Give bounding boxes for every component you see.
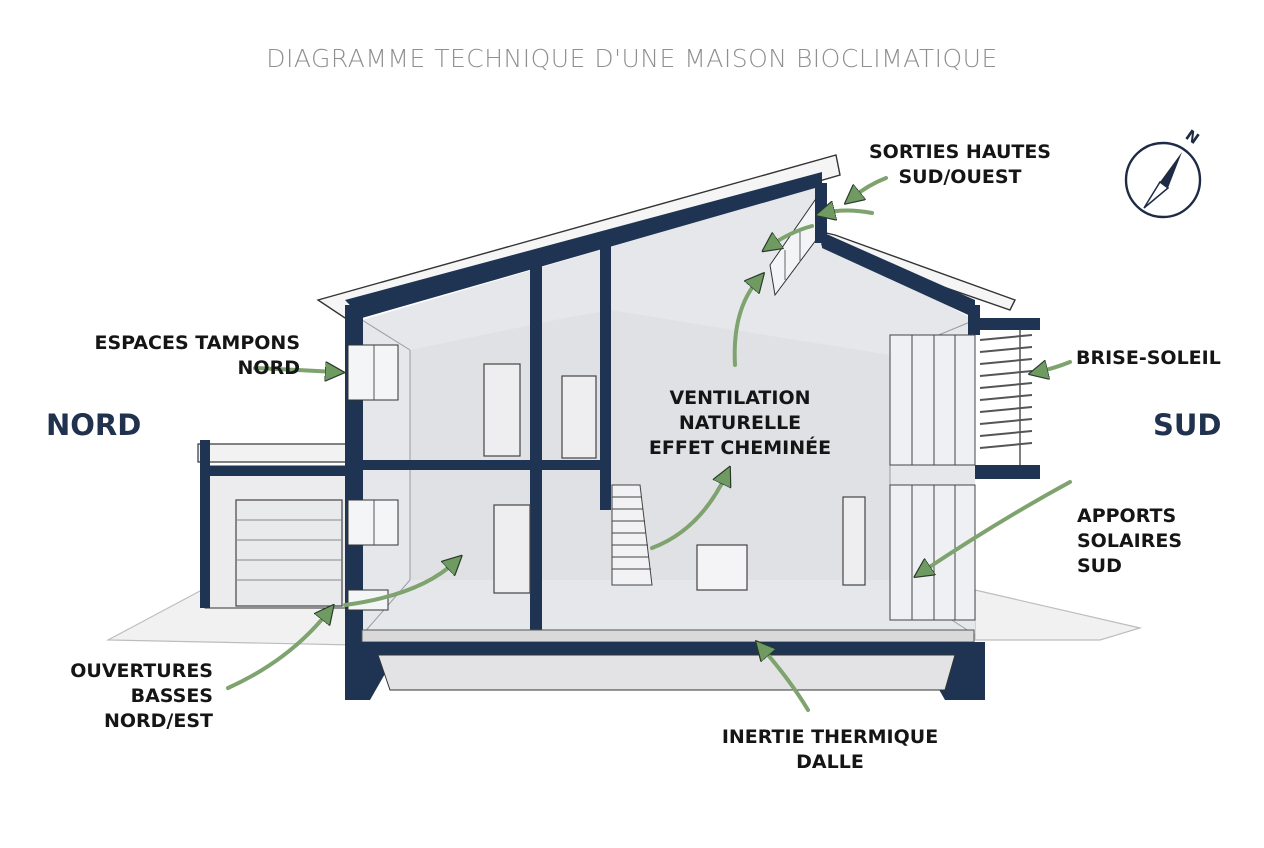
staircase bbox=[611, 484, 653, 586]
label-inertie: INERTIE THERMIQUE DALLE bbox=[721, 726, 939, 773]
brise-soleil-louvres bbox=[975, 318, 1040, 479]
roof-beam-main bbox=[345, 172, 822, 318]
diagram-title: DIAGRAMME TECHNIQUE D'UNE MAISON BIOCLIM… bbox=[266, 44, 998, 73]
arrow-sorties-hautes bbox=[852, 176, 888, 198]
arrow-inertie bbox=[762, 648, 810, 712]
annotation-arrows bbox=[226, 176, 1072, 712]
label-ventilation: VENTILATION NATURELLE EFFET CHEMINÉE bbox=[648, 387, 832, 459]
arrow-ouvertures-basses bbox=[226, 612, 328, 690]
arrow-apports-solaires bbox=[922, 480, 1072, 572]
ground-plane-right bbox=[974, 589, 1143, 641]
arrow-flow-upper-1 bbox=[825, 211, 874, 214]
label-sorties-hautes: SORTIES HAUTES SUD/OUEST bbox=[869, 141, 1051, 188]
label-ouvertures-basses: OUVERTURES BASSES NORD/EST bbox=[70, 660, 213, 732]
north-label: NORD bbox=[46, 408, 142, 442]
arrow-brise-soleil bbox=[1038, 362, 1072, 372]
interior-column-2 bbox=[600, 240, 611, 510]
mass-block bbox=[696, 544, 748, 591]
door-lower-left bbox=[493, 504, 531, 594]
arrow-ouvertures-flow bbox=[343, 562, 455, 607]
door-upper-left bbox=[483, 363, 521, 457]
south-label: SUD bbox=[1153, 408, 1222, 442]
door-lower-right bbox=[842, 496, 866, 586]
roof-beam-south bbox=[822, 232, 975, 318]
arrow-ventilation-mid bbox=[650, 475, 726, 550]
label-apports-solaires: APPORTS SOLAIRES SUD bbox=[1077, 505, 1183, 577]
compass-icon bbox=[1124, 141, 1202, 219]
label-brise-soleil: BRISE-SOLEIL bbox=[1076, 347, 1221, 369]
south-glazing-upper bbox=[889, 334, 976, 466]
arrow-espaces-tampons bbox=[253, 368, 335, 372]
floor-slab bbox=[361, 629, 975, 643]
arrow-flow-upper-2 bbox=[770, 224, 814, 246]
first-floor-slab bbox=[345, 460, 610, 470]
garage bbox=[197, 440, 350, 609]
south-glazing-lower bbox=[889, 484, 976, 621]
door-upper-mid bbox=[561, 375, 597, 459]
north-window-upper bbox=[347, 344, 399, 401]
label-espaces-tampons: ESPACES TAMPONS NORD bbox=[94, 332, 300, 379]
north-window-lower bbox=[347, 499, 399, 546]
crawl-space bbox=[377, 654, 956, 691]
interior-column-1 bbox=[530, 258, 542, 638]
arrow-ventilation-up bbox=[732, 280, 758, 367]
